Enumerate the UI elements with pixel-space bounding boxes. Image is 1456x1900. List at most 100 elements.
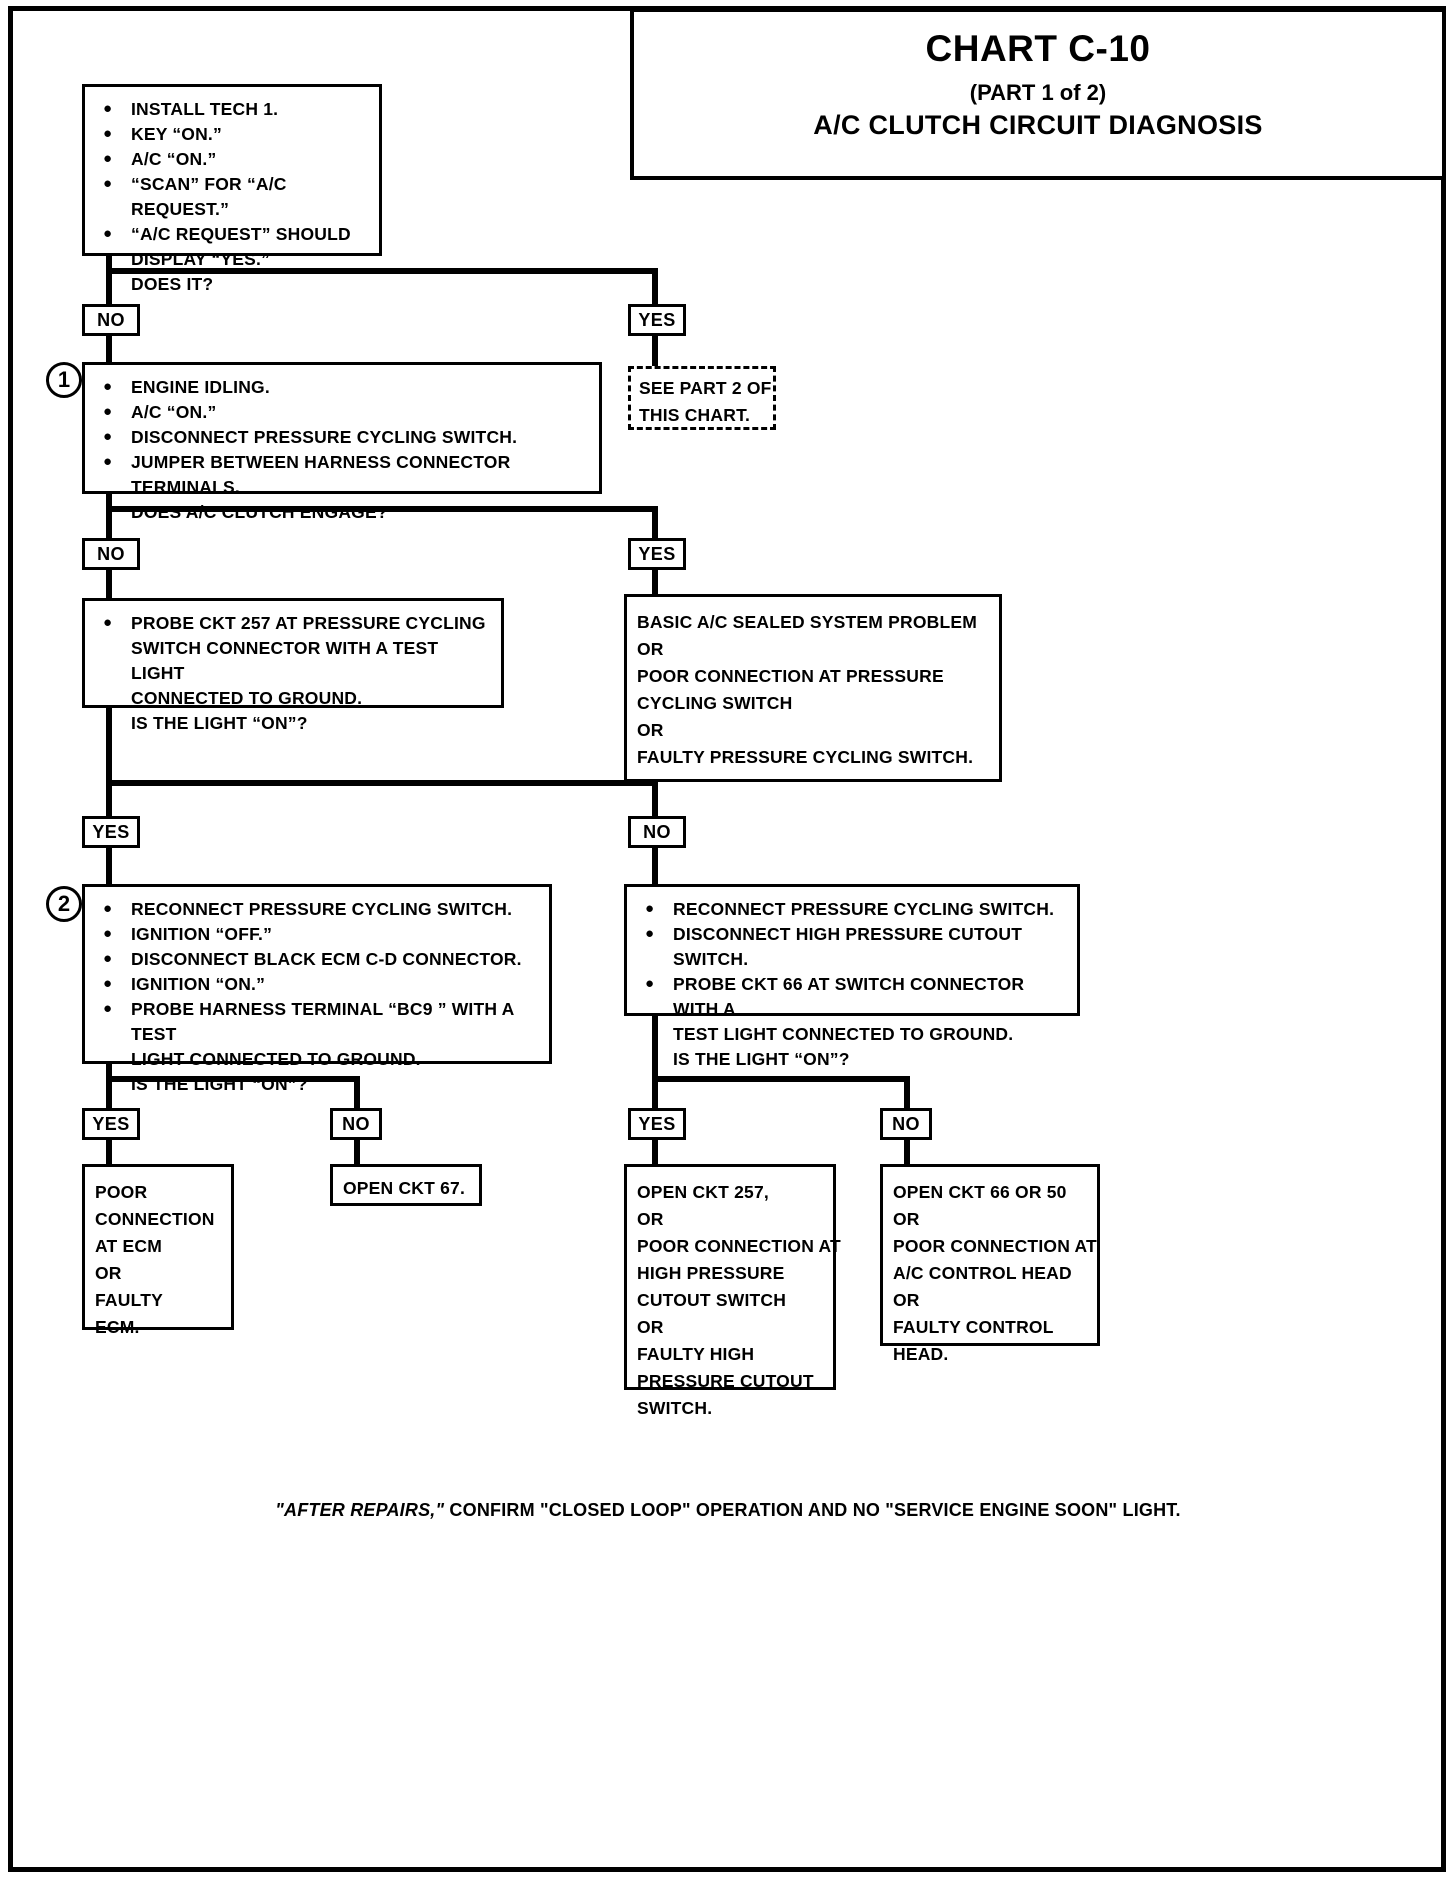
label-no-step1: NO	[82, 538, 140, 570]
label-no-probe257: NO	[628, 816, 686, 848]
text-line: OR	[637, 1317, 664, 1337]
connector-step2-no-down	[354, 1076, 360, 1122]
text-line: POOR CONNECTION AT PRESSURE	[637, 666, 944, 686]
text-line: OR	[637, 720, 664, 740]
list-item: IGNITION “ON.”	[97, 971, 537, 997]
open-ckt-67-box: OPEN CKT 67.	[330, 1164, 482, 1206]
see-part2-text: SEE PART 2 OF THIS CHART.	[639, 375, 772, 429]
list-item: ENGINE IDLING.	[97, 374, 587, 400]
start-box-list: INSTALL TECH 1.KEY “ON.”A/C “ON.”“SCAN” …	[97, 96, 367, 297]
list-item: PROBE HARNESS TERMINAL “BC9 ” WITH A TES…	[97, 996, 537, 1047]
footer-note: "AFTER REPAIRS," CONFIRM "CLOSED LOOP" O…	[0, 1500, 1456, 1521]
connector-no-step1-down	[106, 570, 112, 600]
list-item: “SCAN” FOR “A/C REQUEST.”	[97, 171, 367, 222]
connector-probe66-horizontal	[652, 1076, 910, 1082]
list-item: IS THE LIGHT “ON”?	[131, 713, 308, 733]
text-line: ECM.	[95, 1317, 140, 1337]
text-line: OPEN CKT 67.	[343, 1178, 466, 1198]
list-item: A/C “ON.”	[97, 399, 587, 425]
start-box: INSTALL TECH 1.KEY “ON.”A/C “ON.”“SCAN” …	[82, 84, 382, 294]
list-item: DISCONNECT BLACK ECM C-D CONNECTOR.	[97, 946, 537, 972]
basic-ac-problem-box: BASIC A/C SEALED SYSTEM PROBLEM OR POOR CO…	[624, 594, 1002, 782]
connector-step1-horizontal	[106, 506, 658, 512]
text-line: OR	[893, 1290, 920, 1310]
text-line: OPEN CKT 66 OR 50	[893, 1182, 1067, 1202]
label-yes-start: YES	[628, 304, 686, 336]
text-line: OR	[893, 1209, 920, 1229]
text-line: PRESSURE CUTOUT	[637, 1371, 814, 1391]
open-ckt-257-text: OPEN CKT 257, OR POOR CONNECTION AT HIGH PR…	[637, 1179, 841, 1422]
probe-ckt-66-box: RECONNECT PRESSURE CYCLING SWITCH.DISCON…	[624, 884, 1080, 1069]
text-line: POOR CONNECTION AT	[637, 1236, 841, 1256]
list-item: DOES IT?	[131, 274, 214, 294]
text-line: HIGH PRESSURE	[637, 1263, 785, 1283]
probe-ckt-66-list: RECONNECT PRESSURE CYCLING SWITCH.DISCON…	[639, 896, 1065, 1072]
label-yes-step2: YES	[82, 1108, 140, 1140]
connector-yes-step1-down	[652, 570, 658, 596]
list-item: CONNECTED TO GROUND.	[131, 688, 363, 708]
connector-no-start-down	[106, 336, 112, 362]
list-item: LIGHT CONNECTED TO GROUND.	[131, 1049, 421, 1069]
connector-start-yes-down	[652, 268, 658, 318]
list-item: IGNITION “OFF.”	[97, 921, 537, 947]
open-ckt-67-text: OPEN CKT 67.	[343, 1175, 469, 1202]
see-part2-box: SEE PART 2 OF THIS CHART.	[628, 366, 776, 430]
text-line: OR	[95, 1263, 122, 1283]
list-item: JUMPER BETWEEN HARNESS CONNECTOR TERMINA…	[97, 449, 587, 500]
connector-yes-probe257-down	[106, 848, 112, 886]
text-line: BASIC A/C SEALED SYSTEM PROBLEM	[637, 612, 978, 632]
chart-part-label: (PART 1 of 2)	[969, 80, 1107, 105]
text-line: THIS CHART.	[639, 405, 751, 425]
connector-probe257-down	[106, 708, 112, 816]
connector-probe257-no-down	[652, 780, 658, 816]
step-marker-2: 2	[46, 886, 82, 922]
connector-yes-probe66-down	[652, 1140, 658, 1166]
step1-box: ENGINE IDLING.A/C “ON.”DISCONNECT PRESSU…	[82, 362, 602, 522]
text-line: SWITCH.	[637, 1398, 713, 1418]
list-item: IS THE LIGHT “ON”?	[673, 1049, 850, 1069]
chart-subtitle: A/C CLUTCH CIRCUIT DIAGNOSIS	[813, 110, 1263, 140]
text-line: FAULTY HIGH	[637, 1344, 755, 1364]
text-line: OPEN CKT 257,	[637, 1182, 769, 1202]
text-line: OR	[637, 1209, 664, 1229]
label-yes-step1: YES	[628, 538, 686, 570]
connector-probe257-horizontal	[106, 780, 658, 786]
list-item: SWITCH CONNECTOR WITH A TEST LIGHT	[131, 638, 439, 683]
label-yes-probe257: YES	[82, 816, 140, 848]
probe-ckt-257-box: PROBE CKT 257 AT PRESSURE CYCLINGSWITCH …	[82, 598, 504, 733]
list-item: RECONNECT PRESSURE CYCLING SWITCH.	[639, 896, 1065, 922]
text-line: POOR CONNECTION AT	[893, 1236, 1097, 1256]
chart-header: CHART C-10 (PART 1 of 2) A/C CLUTCH CIRC…	[630, 8, 1446, 180]
list-item: INSTALL TECH 1.	[97, 96, 367, 122]
connector-step1-down	[106, 494, 112, 552]
list-item: TEST LIGHT CONNECTED TO GROUND.	[673, 1024, 1014, 1044]
text-line: FAULTY CONTROL	[893, 1317, 1054, 1337]
list-item: DOES A/C CLUTCH ENGAGE?	[131, 502, 388, 522]
list-item: A/C “ON.”	[97, 146, 367, 172]
connector-start-horizontal	[106, 268, 658, 274]
step1-box-list: ENGINE IDLING.A/C “ON.”DISCONNECT PRESSU…	[97, 374, 587, 525]
connector-step1-yes-down	[652, 506, 658, 552]
label-no-start: NO	[82, 304, 140, 336]
connector-step2-down	[106, 1064, 112, 1122]
connector-no-probe257-down	[652, 848, 658, 886]
step2-box: RECONNECT PRESSURE CYCLING SWITCH.IGNITI…	[82, 884, 552, 1094]
chart-title: CHART C-10	[925, 28, 1151, 69]
text-line: CYCLING SWITCH	[637, 693, 793, 713]
text-line: FAULTY	[95, 1290, 163, 1310]
list-item: DISCONNECT HIGH PRESSURE CUTOUT SWITCH.	[639, 921, 1065, 972]
open-ckt-257-box: OPEN CKT 257, OR POOR CONNECTION AT HIGH PR…	[624, 1164, 841, 1418]
connector-probe66-no-down	[904, 1076, 910, 1122]
list-item: DISCONNECT PRESSURE CYCLING SWITCH.	[97, 424, 587, 450]
text-line: SEE PART 2 OF	[639, 378, 772, 398]
list-item: PROBE CKT 66 AT SWITCH CONNECTOR WITH A	[639, 971, 1065, 1022]
connector-no-step2-down	[354, 1140, 360, 1166]
footer-rest: CONFIRM "CLOSED LOOP" OPERATION AND NO "…	[444, 1500, 1181, 1520]
list-item: KEY “ON.”	[97, 121, 367, 147]
connector-no-probe66-down	[904, 1140, 910, 1166]
list-item: PROBE CKT 257 AT PRESSURE CYCLING	[97, 610, 489, 636]
